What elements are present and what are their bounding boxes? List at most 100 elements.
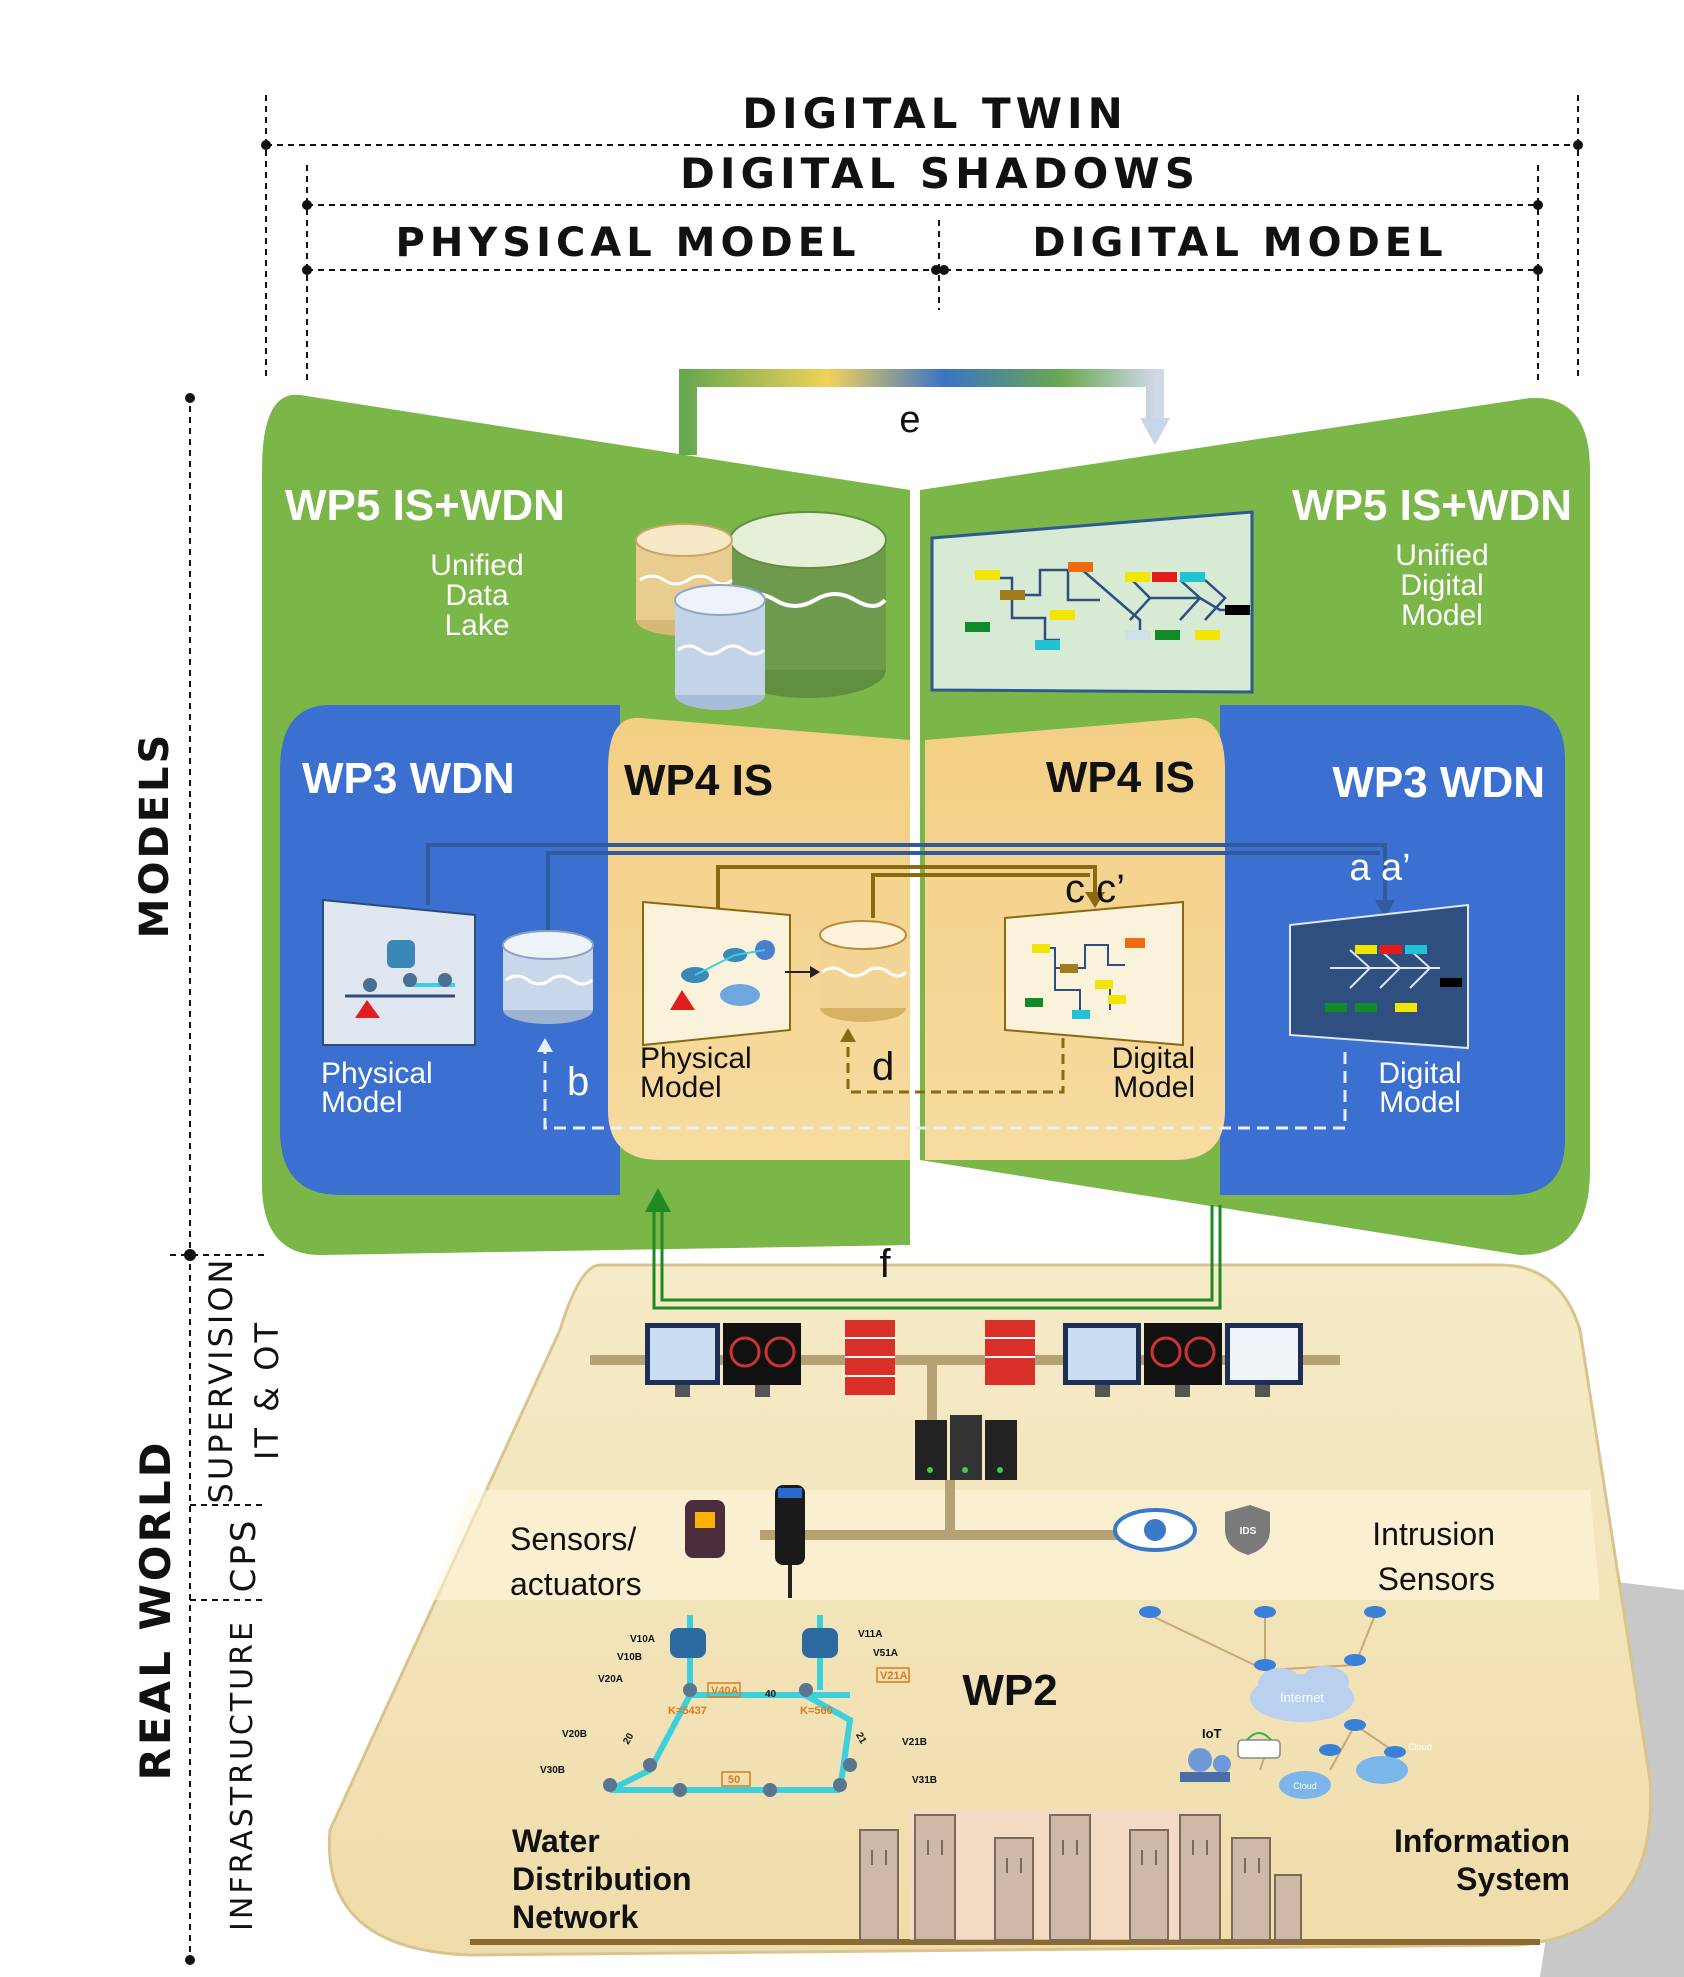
it-ot-label: IT & OT: [248, 1320, 286, 1460]
label-v40a: V40A: [711, 1685, 739, 1697]
tank-right-icon: [802, 1628, 838, 1658]
label-f: f: [879, 1242, 891, 1286]
digital-twin-label: DIGITAL TWIN: [742, 89, 1128, 138]
label-d: d: [872, 1045, 894, 1089]
supervision-label: SUPERVISION: [202, 1257, 240, 1504]
wp5-right-caption-1: Unified: [1395, 539, 1488, 572]
arrow-d-head: [840, 1028, 856, 1042]
side-axis: MODELS REAL WORLD SUPERVISION IT & OT CP…: [131, 393, 286, 1965]
label-v21a: V21A: [880, 1670, 908, 1682]
label-v31b: V31B: [912, 1775, 937, 1786]
label-k2: K=560: [800, 1705, 833, 1717]
label-n50: 50: [728, 1774, 740, 1786]
eye-icon: [1113, 1508, 1197, 1552]
wp3-left-caption-2: Model: [321, 1086, 403, 1119]
real-world-label: REAL WORLD: [131, 1440, 180, 1781]
sensors-label-2: actuators: [510, 1566, 642, 1602]
cloud-icon-1: Cloud: [1279, 1771, 1331, 1799]
wp4-right-caption-1: Digital: [1112, 1042, 1195, 1075]
actuator-icon: [775, 1485, 805, 1598]
wp3-database-icon: [502, 930, 594, 1024]
wp4-to-db-arrow-head: [810, 966, 820, 978]
ids-shield-icon: IDS: [1225, 1505, 1270, 1555]
flow-a: [426, 843, 1387, 955]
wp4-left-caption-1: Physical: [640, 1042, 752, 1075]
wp4-right-title: WP4 IS: [1046, 753, 1195, 802]
wp3-right-caption-2: Model: [1379, 1086, 1461, 1119]
arrow-b-head: [537, 1038, 553, 1052]
models-label: MODELS: [132, 732, 178, 939]
is-label-2: System: [1456, 1861, 1570, 1897]
wdn-label-2: Distribution: [512, 1861, 692, 1897]
monitor-2: [723, 1323, 801, 1397]
label-e: e: [899, 399, 920, 441]
wdn-label-1: Water: [512, 1823, 600, 1859]
label-v10b: V10B: [617, 1652, 642, 1663]
server-icon: [915, 1415, 1017, 1480]
internet-label: Internet: [1280, 1690, 1324, 1705]
tank-left-icon: [670, 1628, 706, 1658]
monitor-4: [1144, 1323, 1222, 1397]
wp2-label: WP2: [962, 1666, 1057, 1715]
wp4-left-title: WP4 IS: [624, 756, 773, 805]
label-v20b: V20B: [562, 1729, 587, 1740]
router-icon: [1237, 1732, 1281, 1759]
wp3-left-caption-1: Physical: [321, 1057, 433, 1090]
wp3-right-caption-1: Digital: [1378, 1057, 1461, 1090]
wp3-right-title: WP3 WDN: [1332, 758, 1545, 807]
firewall-icon-left: [845, 1320, 895, 1395]
intrusion-label-1: Intrusion: [1372, 1516, 1495, 1552]
arrow-f: [652, 1205, 1222, 1310]
wp4-database-icon: [819, 920, 908, 1022]
wp5-left-caption-3: Lake: [444, 609, 509, 642]
flow-c: [716, 865, 1097, 918]
label-v20a: V20A: [598, 1674, 623, 1685]
flow-d: [846, 1038, 1065, 1094]
physical-model-label: PHYSICAL MODEL: [396, 220, 861, 266]
wp5-right-caption-3: Model: [1401, 599, 1483, 632]
firewall-icon-right: [985, 1320, 1035, 1385]
iot-label: IoT: [1202, 1726, 1222, 1741]
label-v51a: V51A: [873, 1648, 898, 1659]
intrusion-label-2: Sensors: [1378, 1561, 1495, 1597]
wp3-left-title: WP3 WDN: [302, 754, 515, 803]
wp3-digital-model-icon: [1289, 903, 1469, 1050]
arrow-a-head: [1375, 900, 1395, 918]
wp4-left-caption-2: Model: [640, 1071, 722, 1104]
iot-devices-icon: [1180, 1748, 1231, 1782]
ids-label: IDS: [1240, 1526, 1257, 1537]
label-v10a: V10A: [630, 1634, 655, 1645]
water-network-diagram: V10A V10B V20A V20B V30B V11A V51A V21B …: [540, 1615, 937, 1797]
wp4-right-caption-2: Model: [1113, 1071, 1195, 1104]
cps-label: CPS: [224, 1518, 264, 1593]
cloud-icon-2: Cloud: [1356, 1742, 1432, 1784]
label-v11a: V11A: [858, 1629, 882, 1640]
cloud-label-1: Cloud: [1293, 1781, 1317, 1791]
is-label-1: Information: [1394, 1823, 1570, 1859]
arrow-e: e: [679, 369, 1170, 455]
wdn-label-3: Network: [512, 1899, 638, 1935]
wp5-left-caption-1: Unified: [430, 549, 523, 582]
monitor-5: [1225, 1323, 1303, 1397]
data-lake-icon: [635, 511, 887, 710]
it-network-diagram: Internet Cloud Cloud IoT: [1139, 1606, 1432, 1799]
digital-shadows-label: DIGITAL SHADOWS: [680, 149, 1200, 198]
label-k1: K=5437: [668, 1705, 707, 1717]
digital-model-label: DIGITAL MODEL: [1032, 220, 1447, 266]
wp5-right-caption-2: Digital: [1400, 569, 1483, 602]
arrow-c-head: [1085, 892, 1105, 908]
wp5-left-title: WP5 IS+WDN: [285, 481, 565, 530]
label-n20: 20: [621, 1731, 636, 1747]
wp5-right-title: WP5 IS+WDN: [1292, 481, 1572, 530]
monitor-1: [645, 1323, 720, 1397]
cloud-label-2: Cloud: [1408, 1742, 1432, 1752]
wp5-left-caption-2: Data: [445, 579, 509, 612]
label-n40: 40: [765, 1689, 777, 1700]
label-v21b: V21B: [902, 1737, 927, 1748]
label-c: c c’: [1065, 867, 1125, 911]
header-brackets: DIGITAL TWIN DIGITAL SHADOWS PHYSICAL MO…: [261, 89, 1583, 380]
label-b: b: [567, 1060, 589, 1104]
flow-b: [543, 1048, 1347, 1130]
wp3-physical-model-icon: [322, 898, 476, 1046]
city-buildings: [859, 1810, 1302, 1941]
